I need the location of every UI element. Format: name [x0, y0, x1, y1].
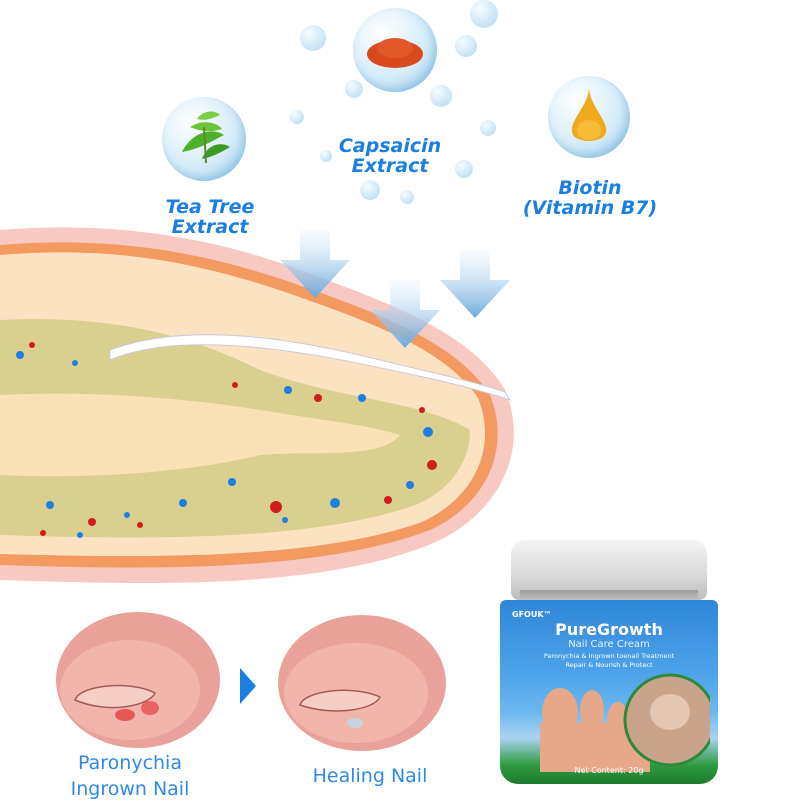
tea-tree-label: Tea Tree Extract — [165, 196, 255, 238]
tea-tree-bubble — [162, 97, 246, 181]
jar-lid-band — [520, 590, 698, 602]
feet-photo — [540, 673, 710, 772]
after-caption: Healing Nail — [312, 765, 428, 787]
biotin-label: Biotin (Vitamin B7) — [522, 177, 658, 219]
penetration-arrows — [280, 230, 510, 348]
tea-leaf-icon — [182, 111, 230, 164]
arrow-down-icon — [440, 250, 510, 318]
product-subtitle: Nail Care Cream — [568, 639, 650, 650]
biotin-bubble — [548, 76, 630, 158]
net-content: Net Content: 20g — [574, 766, 644, 775]
healing-toe-illustration — [278, 615, 446, 751]
brand-logo: GFOUK™ — [512, 610, 552, 619]
capsaicin-bubble — [353, 8, 437, 92]
product-tagline-2: Repair & Nourish & Protect — [565, 661, 653, 669]
paronychia-toe-illustration — [56, 612, 220, 748]
capsaicin-powder-icon — [367, 38, 423, 68]
product-tagline-1: Paronychia & Ingrown toenail Treatment — [543, 652, 675, 660]
progress-chevron-icon — [240, 668, 256, 704]
before-caption: Paronychia Ingrown Nail — [70, 752, 190, 800]
oil-drop-icon — [571, 88, 607, 141]
product-jar: GFOUK™ PureGrowth Nail Care Cream Parony… — [500, 600, 718, 784]
capsaicin-label: Capsaicin Extract — [338, 135, 442, 177]
arrow-down-icon — [370, 280, 440, 348]
arrow-down-icon — [280, 230, 350, 298]
product-name: PureGrowth — [555, 620, 663, 639]
